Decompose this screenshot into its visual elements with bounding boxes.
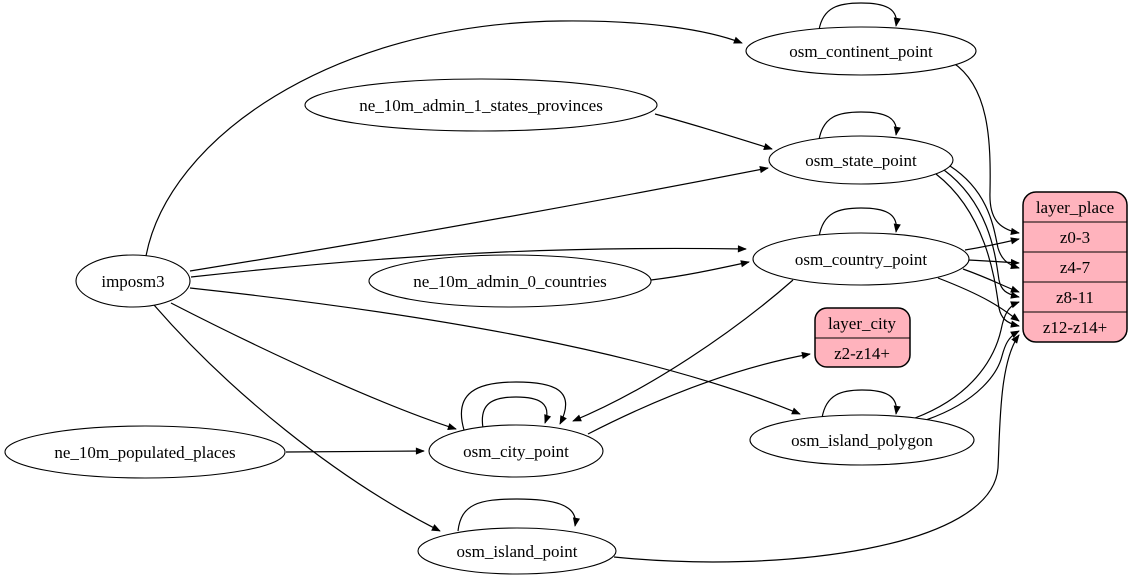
node-osm_country_point-shape (752, 232, 970, 286)
edge-osm_island_polygon-layer_place-z8-11 (914, 301, 1020, 419)
record-layer_place-row-z4-7: z4-7 (1060, 258, 1091, 277)
edge-imposm3-osm_country_point (190, 245, 747, 278)
edge-osm_country_point-layer_place-z4-7 (967, 258, 1020, 267)
edge-osm_country_point-osm_city_point (572, 279, 794, 422)
selfloop-osm_island_polygon (821, 389, 901, 419)
node-imposm3-label: imposm3 (101, 272, 164, 291)
record-layer_place: layer_place z0-3 z4-7 z8-11 z12-z14+ (1022, 191, 1128, 343)
node-osm_city_point: osm_city_point (428, 424, 604, 478)
edge-osm_state_point-layer_place-z4-7 (949, 165, 1020, 270)
edge-imposm3-osm_city_point (170, 302, 457, 430)
node-ne_10m_admin_0_countries-label: ne_10m_admin_0_countries (413, 272, 607, 291)
edge-osm_city_point-layer_city-z2-z14 (587, 351, 811, 435)
node-imposm3-shape (75, 254, 191, 308)
edge-osm_country_point-layer_place-z12-z14 (937, 277, 1020, 322)
node-osm_island_point-label: osm_island_point (457, 542, 578, 561)
edge-osm_country_point-layer_place-z8-11 (962, 268, 1020, 293)
edge-osm_continent_point-layer_place-z0-3 (951, 61, 1020, 235)
node-osm_state_point-label: osm_state_point (805, 151, 917, 170)
node-osm_city_point-label: osm_city_point (463, 442, 569, 461)
record-layer_place-row-z8-11: z8-11 (1056, 288, 1094, 307)
node-osm_island_polygon-label: osm_island_polygon (791, 431, 933, 450)
node-ne_10m_admin_1_states_provinces: ne_10m_admin_1_states_provinces (304, 78, 658, 132)
edge-ne_10m_admin_1_states_provinces-osm_state_point (654, 113, 773, 150)
node-osm_island_point-shape (417, 527, 617, 575)
node-imposm3: imposm3 (75, 254, 191, 308)
selfloop-osm_state_point (818, 111, 901, 141)
node-osm_country_point-label: osm_country_point (795, 250, 927, 269)
node-ne_10m_admin_1_states_provinces-shape (304, 78, 658, 132)
node-osm_country_point: osm_country_point (752, 232, 970, 286)
node-osm_state_point: osm_state_point (768, 135, 954, 185)
record-layer_place-row-z12-z14: z12-z14+ (1043, 318, 1107, 337)
node-ne_10m_populated_places: ne_10m_populated_places (4, 425, 286, 479)
node-osm_state_point-shape (768, 135, 954, 185)
node-osm_continent_point-shape (745, 26, 977, 76)
record-layer_place-row-z0-3: z0-3 (1060, 228, 1090, 247)
edge-imposm3-osm_island_point (153, 304, 441, 532)
node-ne_10m_admin_0_countries-shape (368, 254, 652, 308)
node-ne_10m_populated_places-shape (4, 425, 286, 479)
node-osm_island_polygon: osm_island_polygon (749, 414, 975, 466)
edge-osm_state_point-layer_place-z12-z14 (935, 173, 1020, 328)
selfloop-osm_city_point-outer (460, 381, 567, 431)
edges (145, 2, 1020, 563)
node-ne_10m_populated_places-label: ne_10m_populated_places (54, 443, 235, 462)
edge-ne_10m_populated_places-osm_city_point (285, 447, 425, 455)
edge-osm_island_polygon-layer_place-z12-z14 (925, 330, 1020, 421)
node-ne_10m_admin_1_states_provinces-label: ne_10m_admin_1_states_provinces (359, 96, 603, 115)
record-layer_city: layer_city z2-z14+ (814, 307, 911, 368)
node-osm_continent_point: osm_continent_point (745, 26, 977, 76)
record-layer_city-title: layer_city (828, 314, 896, 333)
selfloop-osm_city_point-inner (481, 396, 552, 429)
edge-ne_10m_admin_0_countries-osm_country_point (650, 260, 750, 281)
edge-osm_state_point-layer_place-z8-11 (943, 169, 1020, 299)
edge-osm_island_point-layer_place-z12-z14 (613, 334, 1020, 563)
node-osm_island_point: osm_island_point (417, 527, 617, 575)
node-osm_city_point-shape (428, 424, 604, 478)
selfloop-osm_country_point (818, 207, 901, 238)
record-layer_city-row-z2-z14: z2-z14+ (834, 344, 890, 363)
edge-imposm3-osm_island_polygon (189, 287, 801, 415)
node-osm_continent_point-label: osm_continent_point (789, 42, 933, 61)
record-layer_place-title: layer_place (1036, 198, 1114, 217)
edge-osm_country_point-layer_place-z0-3 (964, 237, 1020, 251)
record-layer_place-box (1022, 191, 1128, 343)
edge-imposm3-osm_state_point (189, 166, 769, 272)
edge-imposm3-osm_continent_point (145, 20, 743, 257)
node-ne_10m_admin_0_countries: ne_10m_admin_0_countries (368, 254, 652, 308)
node-osm_island_polygon-shape (749, 414, 975, 466)
selfloop-osm_island_point (457, 498, 580, 532)
selfloop-osm_continent_point (818, 2, 901, 31)
